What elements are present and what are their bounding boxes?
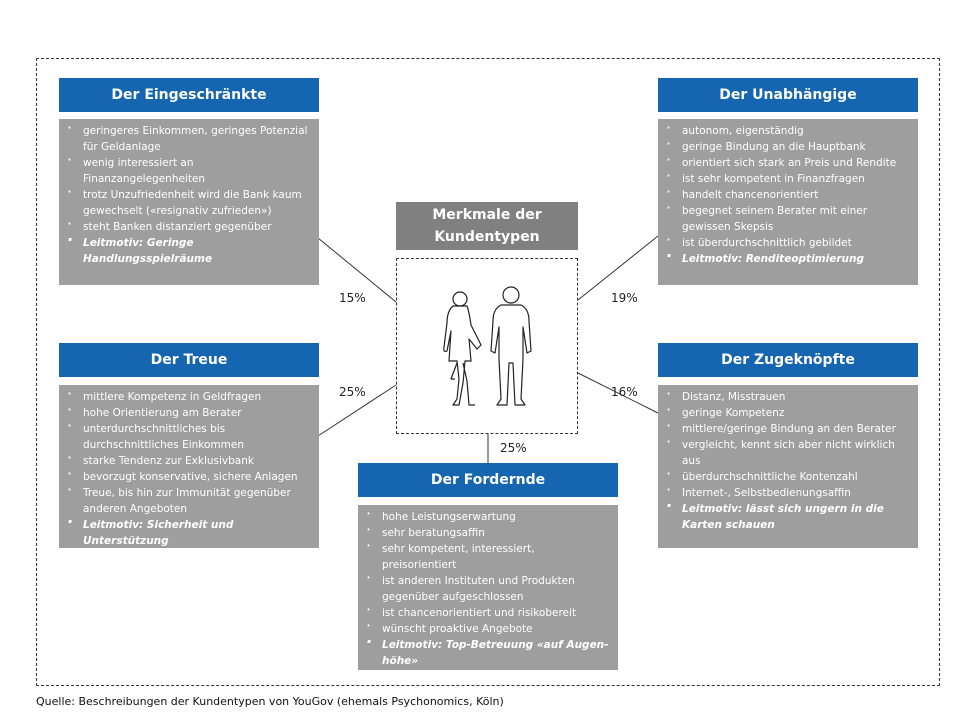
list-item: geringe Kompetenz xyxy=(666,402,910,421)
list-item: trotz Unzufriedenheit wird die Bank kaum… xyxy=(67,184,311,219)
list-item: ist sehr kompetent in Finanzfragen xyxy=(666,168,910,187)
type-panel-unabhaengige: autonom, eigenständig geringe Bindung an… xyxy=(658,119,918,285)
list-item: Internet-, Selbstbedienungsaffin xyxy=(666,482,910,501)
motto-item: Leitmotiv: Geringe Handlungsspielräume xyxy=(67,232,311,267)
list-item: wenig interessiert an Finanzangelegenhei… xyxy=(67,152,311,187)
share-label-eingeschraenkte: 15% xyxy=(339,291,366,305)
type-header-zugeknoepfte: Der Zugeknöpfte xyxy=(658,343,918,377)
type-panel-zugeknoepfte: Distanz, Misstrauen geringe Kompetenz mi… xyxy=(658,385,918,548)
center-title: Merkmale der Kundentypen xyxy=(396,202,578,250)
list-item: ist überdurchschnittlich gebildet xyxy=(666,232,910,251)
type-panel-eingeschraenkte: geringeres Einkommen, geringes Potenzial… xyxy=(59,119,319,285)
share-label-unabhaengige: 19% xyxy=(611,291,638,305)
list-item: hohe Orientierung am Berater xyxy=(67,402,311,421)
list-item: Distanz, Misstrauen xyxy=(666,386,910,405)
type-panel-treue: mittlere Kompetenz in Geldfragen hohe Or… xyxy=(59,385,319,548)
list-item: Treue, bis hin zur Immunität gegenüber a… xyxy=(67,482,311,517)
list-item: sehr beratungsaffin xyxy=(366,522,610,541)
list-item: hohe Leistungserwartung xyxy=(366,506,610,525)
type-panel-fordernde: hohe Leistungserwartung sehr beratungsaf… xyxy=(358,505,618,670)
type-header-fordernde: Der Fordernde xyxy=(358,463,618,497)
share-label-fordernde: 25% xyxy=(500,441,527,455)
share-label-treue: 25% xyxy=(339,385,366,399)
center-image-box xyxy=(396,258,578,434)
list-item: sehr kompetent, interessiert, preisorien… xyxy=(366,538,610,573)
motto-item: Leitmotiv: Top-Betreuung «auf Augen­höhe… xyxy=(366,634,610,669)
list-item: geringe Bindung an die Hauptbank xyxy=(666,136,910,155)
list-item: unterdurchschnittliches bis durchschnitt… xyxy=(67,418,311,453)
people-silhouette-icon xyxy=(443,286,532,406)
list-item: autonom, eigenständig xyxy=(666,120,910,139)
motto-item: Leitmotiv: Renditeoptimierung xyxy=(666,248,910,267)
type-header-treue: Der Treue xyxy=(59,343,319,377)
list-item: steht Banken distanziert gegenüber xyxy=(67,216,311,235)
motto-item: Leitmotiv: Sicherheit und Unterstützung xyxy=(67,514,311,549)
list-item: mittlere Kompetenz in Geldfragen xyxy=(67,386,311,405)
share-label-zugeknoepfte: 16% xyxy=(611,385,638,399)
list-item: ist anderen Instituten und Produkten geg… xyxy=(366,570,610,605)
list-item: mittlere/geringe Bindung an den Berater xyxy=(666,418,910,437)
type-header-eingeschraenkte: Der Eingeschränkte xyxy=(59,78,319,112)
list-item: vergleicht, kennt sich aber nicht wirkli… xyxy=(666,434,910,469)
list-item: ist chancenorientiert und risikobereit xyxy=(366,602,610,621)
source-note: Quelle: Beschreibungen der Kundentypen v… xyxy=(36,695,504,708)
list-item: geringeres Einkommen, geringes Potenzial… xyxy=(67,120,311,155)
list-item: handelt chancenorientiert xyxy=(666,184,910,203)
list-item: überdurchschnittliche Kontenzahl xyxy=(666,466,910,485)
list-item: starke Tendenz zur Exklusivbank xyxy=(67,450,311,469)
list-item: wünscht proaktive Angebote xyxy=(366,618,610,637)
list-item: bevorzugt konservative, sichere Anlagen xyxy=(67,466,311,485)
diagram-frame xyxy=(36,58,940,686)
list-item: orientiert sich stark an Preis und Rendi… xyxy=(666,152,910,171)
motto-item: Leitmotiv: lässt sich ungern in die Kart… xyxy=(666,498,910,533)
type-header-unabhaengige: Der Unabhängige xyxy=(658,78,918,112)
list-item: begegnet seinem Berater mit einer gewiss… xyxy=(666,200,910,235)
